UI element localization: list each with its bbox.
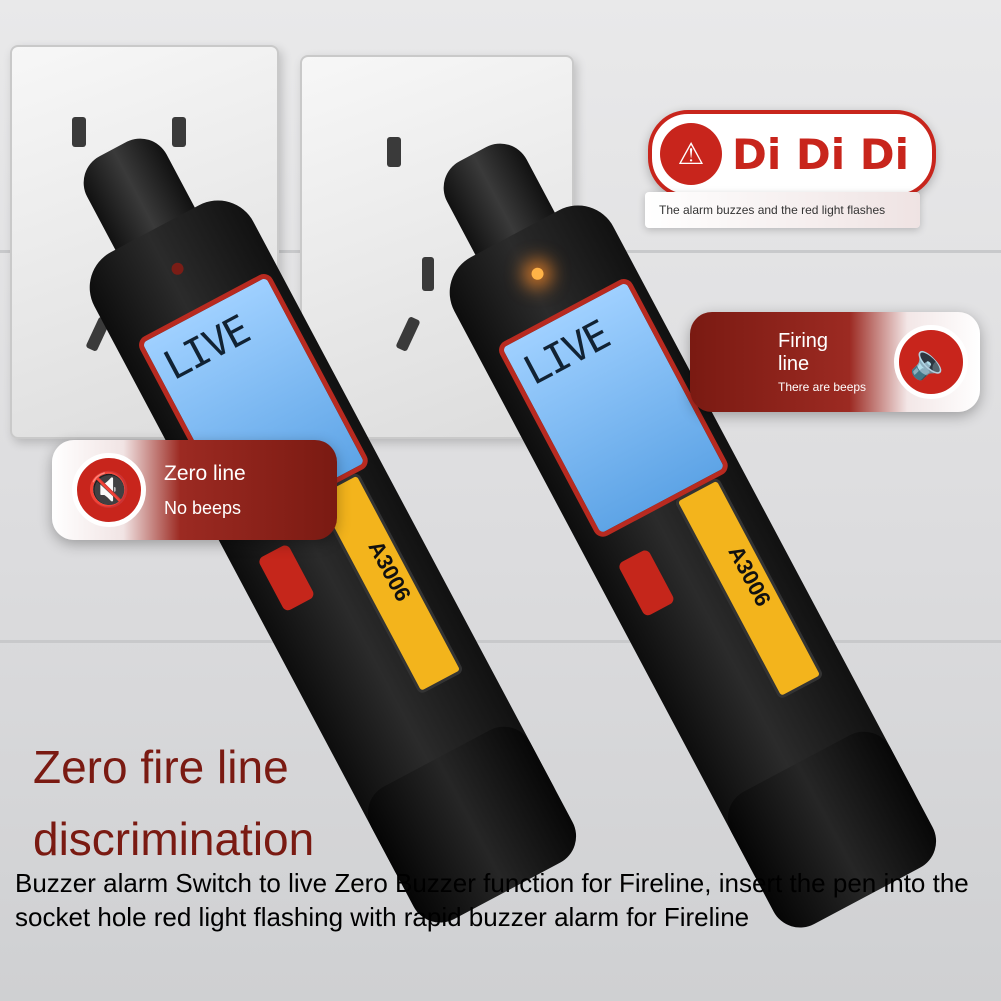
firing-line-label-2: line: [778, 353, 810, 375]
alarm-light-icon: ⚠: [660, 123, 722, 185]
speaker-icon: 🔈: [894, 325, 968, 399]
socket-hole: [72, 117, 86, 147]
headline-line-2: discrimination: [33, 813, 315, 865]
description-text: Buzzer alarm Switch to live Zero Buzzer …: [15, 868, 969, 932]
zero-line-note: No beeps: [164, 497, 242, 518]
muted-speaker-icon: 🔇: [72, 453, 146, 527]
headline-line-1: Zero fire line: [33, 741, 289, 793]
wall-tile-line: [0, 640, 1001, 643]
alarm-sound-badge: ⚠ Di Di Di: [648, 110, 936, 198]
firing-line-callout: Firing line There are beeps 🔈: [690, 312, 980, 412]
zero-line-callout: 🔇 Zero line No beeps: [52, 440, 337, 540]
socket-hole: [172, 117, 186, 147]
firing-line-label-1: Firing: [778, 330, 829, 352]
socket-hole: [387, 137, 401, 167]
alarm-sound-text: Di Di Di: [732, 129, 910, 179]
alarm-caption: The alarm buzzes and the red light flash…: [645, 192, 920, 228]
zero-line-label: Zero line: [164, 461, 246, 485]
socket-hole: [422, 257, 434, 291]
socket-hole: [395, 316, 421, 352]
firing-line-note: There are beeps: [778, 380, 867, 394]
